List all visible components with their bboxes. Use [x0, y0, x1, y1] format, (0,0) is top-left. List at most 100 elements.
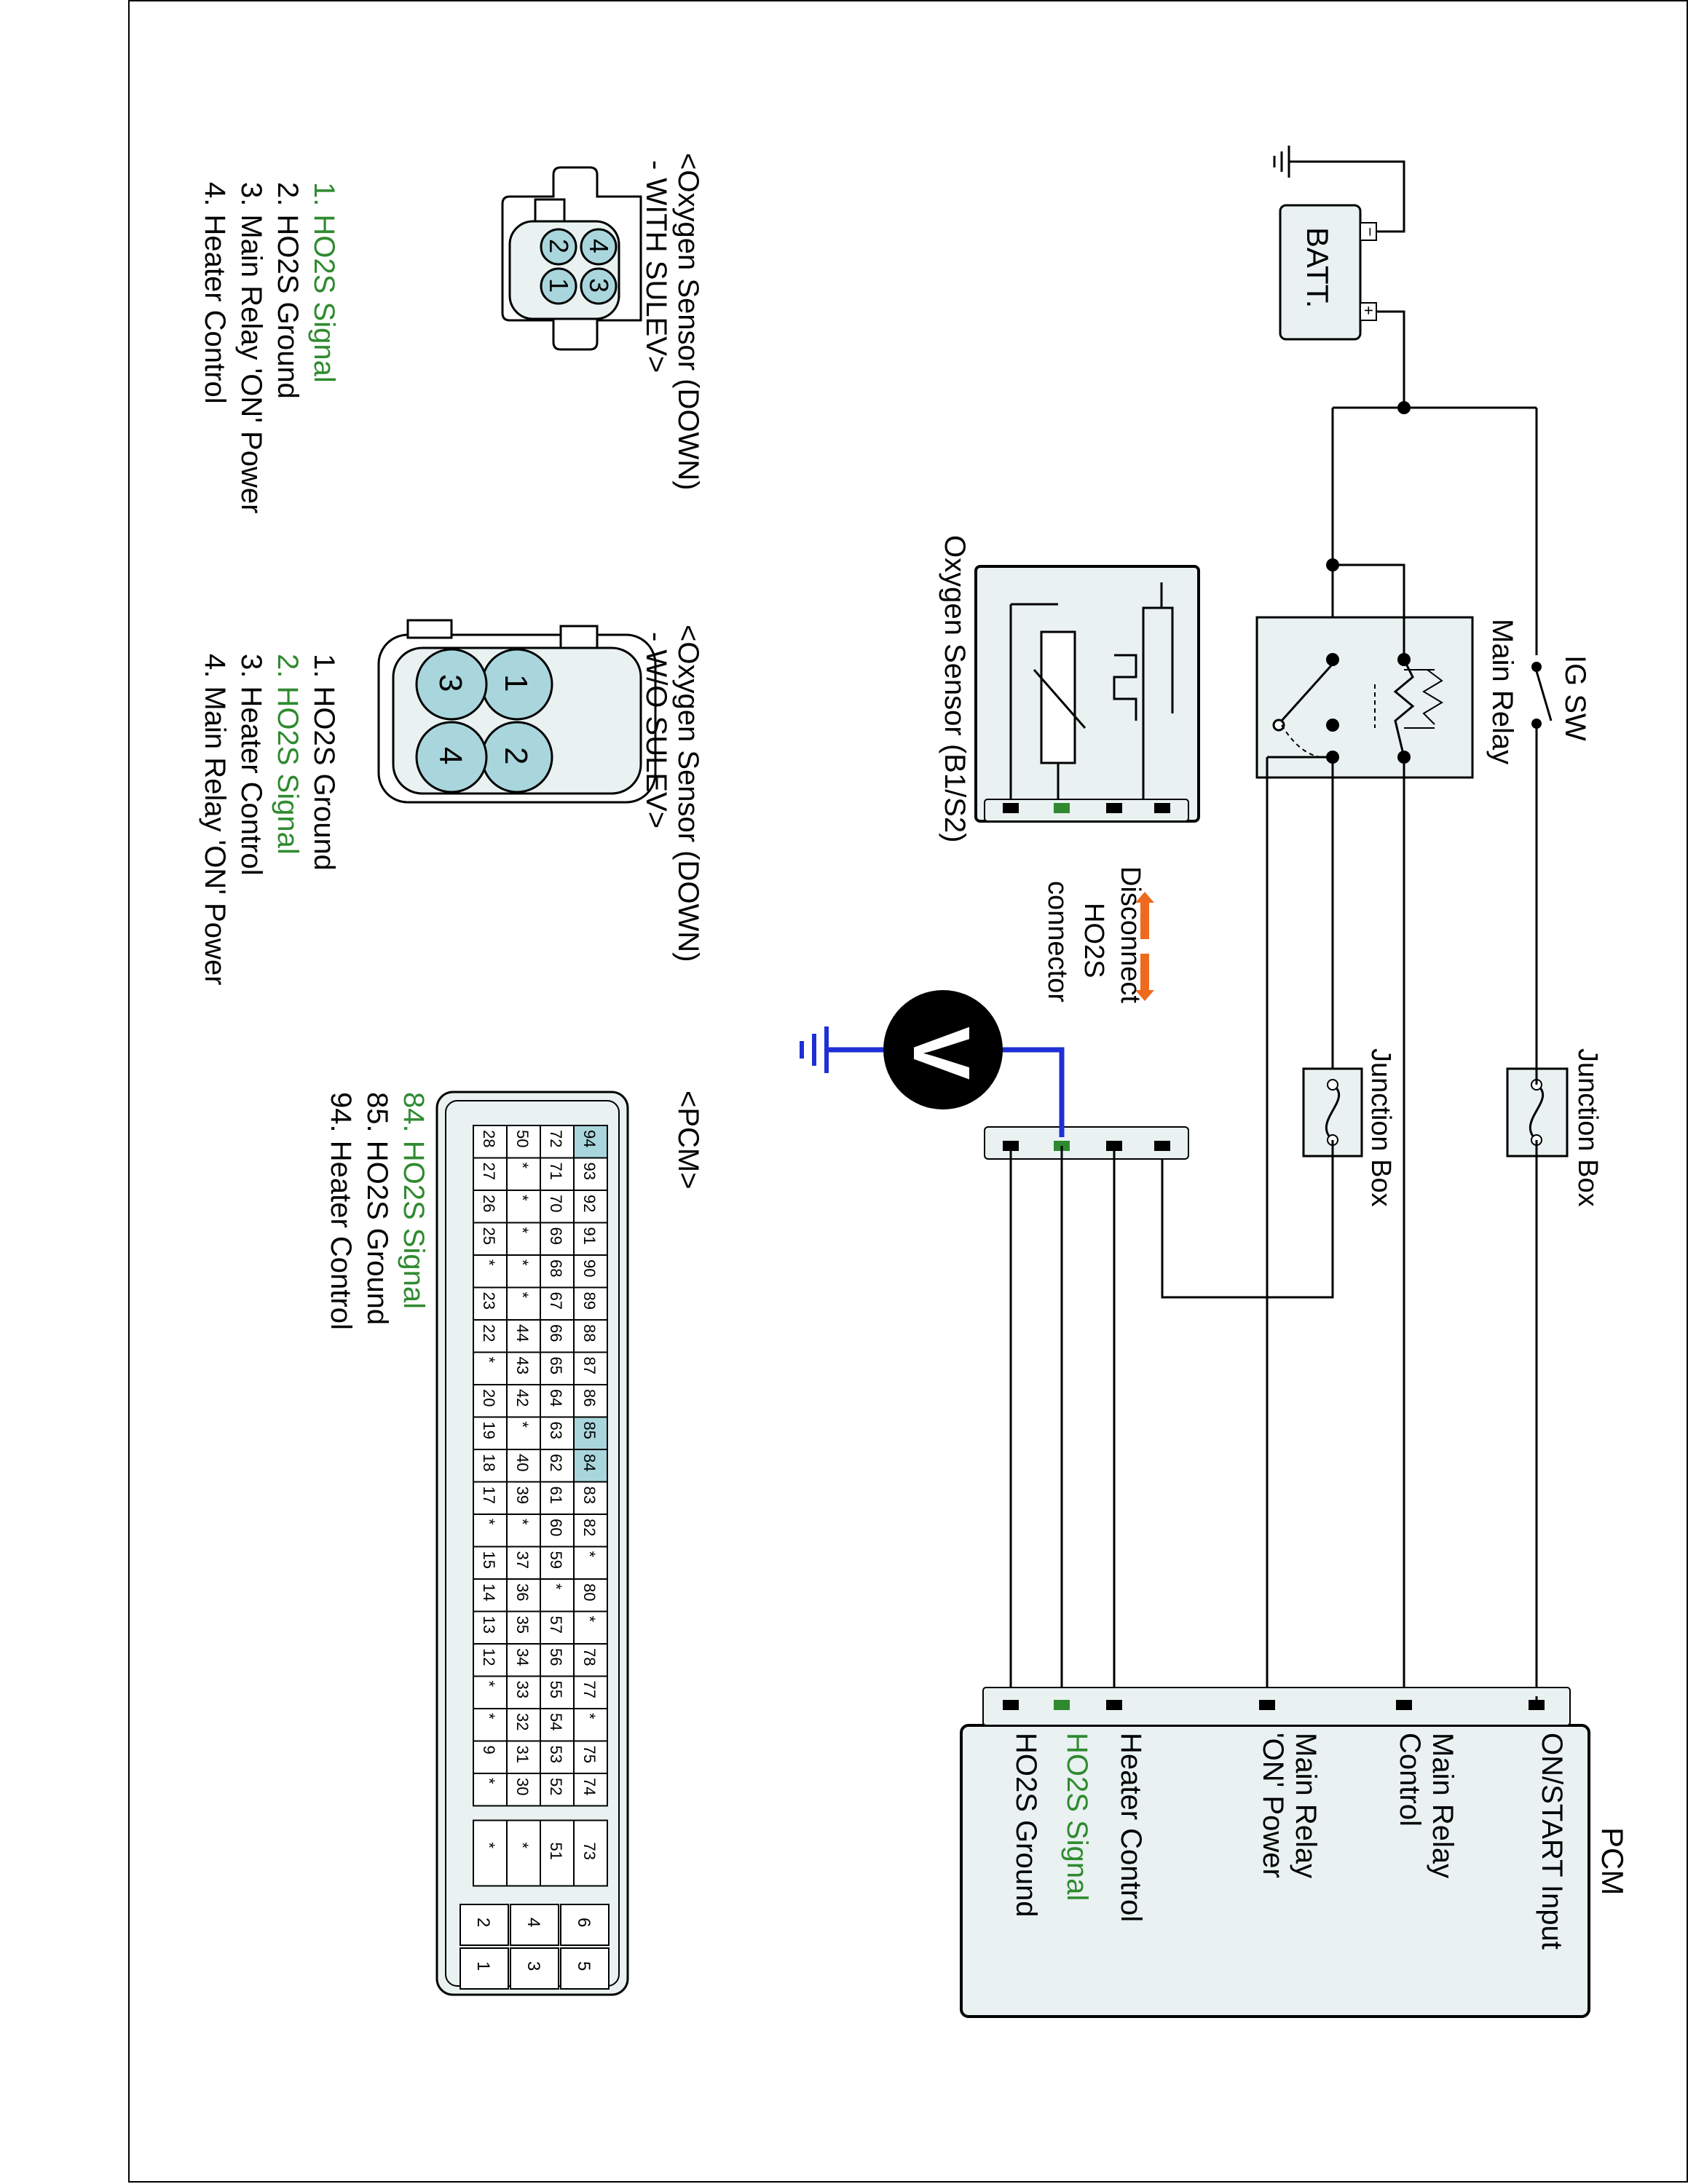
pcm-grid-label-35: 35 — [513, 1616, 532, 1634]
pcm-grid-label-39: 39 — [513, 1487, 532, 1504]
sensor-connector-strip — [984, 799, 1189, 822]
pcm-pin-main-relay-control — [1396, 1700, 1412, 1710]
wo-sulev-pin-circle-4 — [415, 721, 488, 794]
pcm-grid-label-*: * — [513, 1195, 532, 1201]
pcm-grid-label-26: 26 — [480, 1195, 498, 1212]
relay-resistor — [1422, 669, 1443, 725]
pcm-side-label-3: * — [480, 1843, 498, 1849]
pcm-grid-label-84: 84 — [580, 1454, 599, 1471]
wo-sulev-pin-number-4: 4 — [433, 747, 468, 764]
wo-sulev-pin-number-3: 3 — [433, 674, 468, 692]
pcm-grid-label-42: 42 — [513, 1389, 532, 1406]
pcm-grid-label-18: 18 — [480, 1454, 498, 1471]
pcm-grid-cell-23 — [473, 1286, 508, 1321]
pcm-grid-label-*: * — [480, 1713, 498, 1720]
pcm-grid-label-*: * — [513, 1163, 532, 1169]
pcm-grid-label-86: 86 — [580, 1389, 599, 1406]
pcm-grid-label-70: 70 — [547, 1195, 565, 1212]
pcm-grid-cell-68 — [540, 1254, 575, 1289]
oxygen-sensor-box — [974, 565, 1200, 823]
pcm-grid-cell-31 — [506, 1740, 541, 1774]
with-sulev-pin-3: 3. Main Relay 'ON' Power — [235, 182, 267, 513]
pcm-label-main-relay-2: Control — [1394, 1733, 1426, 1827]
pcm-grid-label-*: * — [580, 1551, 599, 1558]
pcm-grid-cell-70 — [540, 1190, 575, 1224]
pcm-grid-label-14: 14 — [480, 1583, 498, 1601]
pcm-grid-cell-22 — [473, 1319, 508, 1353]
main-relay-box — [1255, 616, 1474, 779]
pcm-small-cell-2 — [460, 1904, 509, 1946]
pcm-grid-label-93: 93 — [580, 1163, 599, 1180]
pcm-grid-label-12: 12 — [480, 1648, 498, 1666]
pcm-grid-label-50: 50 — [513, 1130, 532, 1147]
pcm-grid-cell-89 — [573, 1286, 608, 1321]
ig-sw-contact-top — [1531, 662, 1542, 672]
pcm-grid-label-82: 82 — [580, 1519, 599, 1536]
pcm-grid-label-*: * — [513, 1422, 532, 1428]
relay-contact-pivot — [1272, 719, 1285, 732]
pcm-grid-label-53: 53 — [547, 1746, 565, 1763]
pcm-pin-ho2s-ground — [1003, 1700, 1019, 1710]
with-sulev-pin-number-4: 4 — [584, 239, 614, 253]
wo-sulev-pin-circle-3 — [415, 648, 488, 721]
disconnect-arrow-down — [1135, 954, 1154, 1001]
pcm-grid-cell-52 — [540, 1773, 575, 1807]
pcm-grid-cell-71 — [540, 1157, 575, 1191]
pcm-label-main-relay-on-1: Main Relay — [1290, 1733, 1322, 1878]
pcm-side-cell-0 — [573, 1819, 608, 1887]
with-sulev-pin-number-1: 1 — [544, 278, 574, 293]
with-sulev-pin-1: 1. HO2S Signal — [308, 182, 340, 383]
pcm-grid-label-43: 43 — [513, 1357, 532, 1374]
wo-sulev-key — [406, 619, 453, 639]
pcm-grid-label-54: 54 — [547, 1713, 565, 1730]
pcm-grid-label-33: 33 — [513, 1681, 532, 1698]
harness-connector — [984, 1126, 1189, 1160]
wo-sulev-pin-number-1: 1 — [498, 674, 534, 692]
pcm-grid-cell-40 — [506, 1449, 541, 1483]
pcm-grid-label-23: 23 — [480, 1292, 498, 1310]
pcm-grid-label-77: 77 — [580, 1681, 599, 1698]
pcm-grid-cell-28 — [473, 1125, 508, 1159]
pcm-grid-label-*: * — [480, 1259, 498, 1266]
wo-sulev-housing — [377, 633, 657, 804]
with-sulev-pin-circle-3 — [580, 267, 618, 305]
pcm-small-cell-6 — [560, 1904, 610, 1946]
pcm-grid-cell-12 — [473, 1643, 508, 1677]
pcm-grid-label-59: 59 — [547, 1551, 565, 1569]
pcm-grid-cell-74 — [573, 1773, 608, 1807]
pcm-grid-label-32: 32 — [513, 1713, 532, 1730]
pcm-small-label-4: 4 — [524, 1918, 543, 1927]
voltmeter-label: V — [896, 1026, 986, 1080]
pcm-grid-label-28: 28 — [480, 1130, 498, 1147]
relay-contact-arm — [1280, 662, 1334, 722]
ig-sw-blade — [1535, 670, 1553, 721]
sensor-pin-1 — [1003, 803, 1019, 813]
pcm-grid-cell-90 — [573, 1254, 608, 1289]
pcm-grid-label-31: 31 — [513, 1746, 532, 1763]
harness-pin-4 — [1154, 1141, 1170, 1151]
pcm-small-cell-3 — [510, 1947, 559, 1990]
wo-sulev-pin-number-2: 2 — [498, 747, 534, 764]
wo-sulev-pin-3: 3. Heater Control — [235, 654, 267, 876]
pcm-grid-cell-75 — [573, 1740, 608, 1774]
jb2-to-harness-wire — [1161, 1140, 1334, 1299]
pcm-side-cell-1 — [540, 1819, 575, 1887]
battery-plus-sign: + — [1360, 306, 1378, 315]
junction-box-1-fuse — [1529, 1083, 1544, 1142]
pcm-small-label-3: 3 — [524, 1961, 543, 1971]
pcm-grid-cell-* — [540, 1578, 575, 1613]
pcm-side-label-0: 73 — [580, 1843, 599, 1860]
pcm-side-cell-2 — [506, 1819, 541, 1887]
pcm-grid-label-74: 74 — [580, 1778, 599, 1795]
main-relay-label: Main Relay — [1486, 619, 1518, 764]
relay-coil-feed-wire — [1333, 563, 1405, 660]
pcm-grid-label-63: 63 — [547, 1422, 565, 1439]
relay-contact-dot-out — [1326, 719, 1339, 732]
sensor-pin-2 — [1054, 803, 1070, 813]
pcm-grid-label-*: * — [480, 1519, 498, 1525]
pcm-label-heater-control: Heater Control — [1115, 1733, 1147, 1922]
pcm-grid-cell-* — [506, 1157, 541, 1191]
pcm-grid-label-*: * — [513, 1259, 532, 1266]
pcm-grid-label-65: 65 — [547, 1357, 565, 1374]
